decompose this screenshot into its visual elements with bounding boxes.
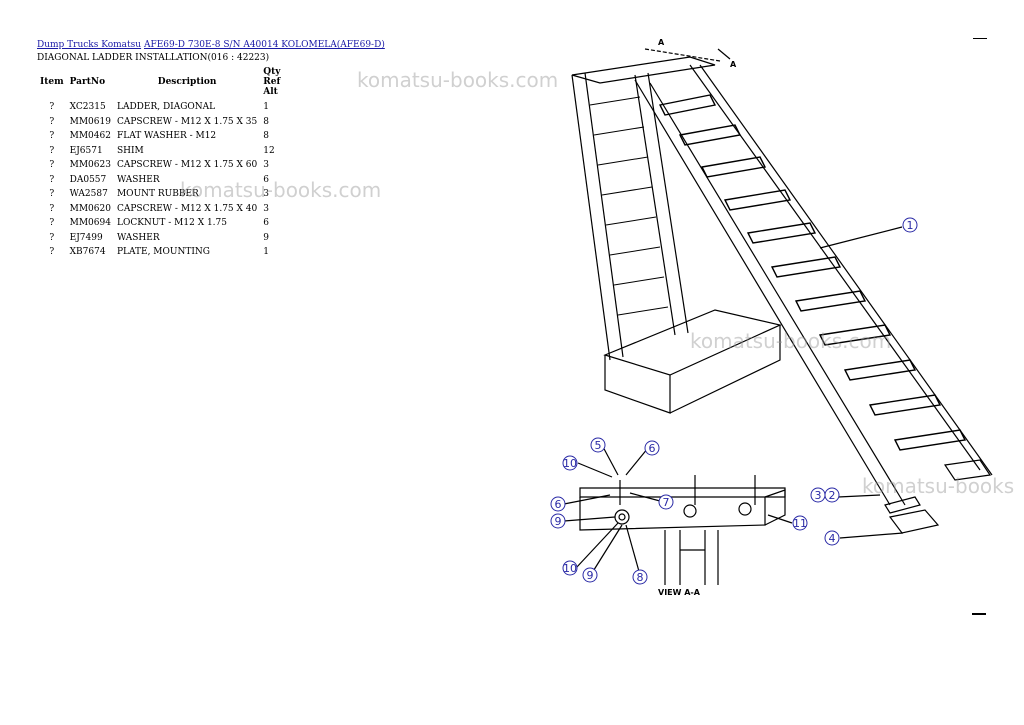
corner-mark [973,38,987,39]
section-markers: A A [658,38,737,69]
corner-mark-bottom [972,613,986,615]
cell-qty: 3 [263,203,269,214]
cell-description: CAPSCREW - M12 X 1.75 X 40 [116,203,258,214]
page-subtitle: DIAGONAL LADDER INSTALLATION(016 : 42223… [37,53,270,63]
table-row: ? MM0620 CAPSCREW - M12 X 1.75 X 40 3 [37,202,283,217]
cell-item: ? [49,203,55,214]
cell-partno: WA2587 [69,189,108,200]
cell-partno: XB7674 [69,247,106,258]
cell-description: CAPSCREW - M12 X 1.75 X 35 [116,116,258,127]
table-row: ? EJ6571 SHIM 12 [37,144,283,159]
parts-table: Item PartNo Description Qty Ref Alt ? XC2… [37,67,283,260]
callout-10-lower: 10 [563,562,577,575]
callout-3: 3 [815,489,822,502]
view-label: VIEW A-A [658,588,701,597]
table-row: ? XC2315 LADDER, DIAGONAL 1 [37,100,283,115]
header-description: Description [157,77,217,87]
cell-item: ? [49,116,55,127]
header-qty: Qty Ref Alt [263,67,281,97]
callout-4: 4 [829,532,836,545]
cell-qty: 1 [263,247,269,258]
callout-9-upper: 9 [555,515,562,528]
breadcrumb-link-model[interactable]: AFE69-D 730E-8 S/N A40014 KOLOMELA(AFE69… [143,40,385,50]
watermark: komatsu-books.com [357,68,559,92]
cell-qty: 6 [263,218,269,229]
callouts [550,217,918,585]
cell-qty: 1 [263,102,269,113]
cell-description: SHIM [116,145,144,156]
cell-item: ? [49,189,55,200]
cell-partno: EJ6571 [69,145,103,156]
table-row: ? WA2587 MOUNT RUBBER 3 [37,187,283,202]
callout-9-lower: 9 [587,569,594,582]
cell-description: WASHER [116,174,160,185]
cell-qty: 9 [263,232,269,243]
cell-item: ? [49,145,55,156]
callout-7: 7 [663,496,670,509]
cell-item: ? [49,102,55,113]
cell-partno: EJ7499 [69,232,103,243]
cell-description: WASHER [116,232,160,243]
cell-partno: DA0557 [69,174,107,185]
cell-qty: 12 [263,145,275,156]
breadcrumb-link-category[interactable]: Dump Trucks Komatsu [37,40,142,50]
table-row: ? MM0619 CAPSCREW - M12 X 1.75 X 35 8 [37,115,283,130]
header-partno: PartNo [69,77,106,87]
callout-labels: 1 2 3 4 5 6 6 7 8 9 9 10 10 11 [555,219,914,584]
cell-partno: MM0694 [69,218,111,229]
cell-item: ? [49,131,55,142]
table-row: ? XB7674 PLATE, MOUNTING 1 [37,245,283,260]
cell-qty: 8 [263,131,269,142]
cell-partno: MM0462 [69,131,111,142]
cell-description: LOCKNUT - M12 X 1.75 [116,218,227,229]
cell-item: ? [49,218,55,229]
table-row: ? EJ7499 WASHER 9 [37,231,283,246]
table-header-row: Item PartNo Description Qty Ref Alt [37,67,283,100]
callout-2: 2 [829,489,836,502]
table-row: ? MM0694 LOCKNUT - M12 X 1.75 6 [37,216,283,231]
cell-item: ? [49,247,55,258]
cell-item: ? [49,232,55,243]
cell-partno: MM0623 [69,160,111,171]
cell-description: PLATE, MOUNTING [116,247,210,258]
callout-1: 1 [907,219,914,232]
table-row: ? DA0557 WASHER 6 [37,173,283,188]
cell-description: MOUNT RUBBER [116,189,199,200]
callout-6-top: 6 [649,442,656,455]
callout-6-left: 6 [555,498,562,511]
breadcrumb: Dump Trucks Komatsu AFE69-D 730E-8 S/N A… [37,40,385,50]
ladder-diagram: A A 1 2 3 4 5 6 6 7 8 9 9 10 10 11 VIEW … [550,38,993,597]
section-label-a-top: A [658,38,665,47]
cell-partno: MM0619 [69,116,111,127]
cell-item: ? [49,160,55,171]
section-label-a-right: A [730,60,737,69]
header-item: Item [40,77,64,87]
cell-description: CAPSCREW - M12 X 1.75 X 60 [116,160,258,171]
cell-qty: 6 [263,174,269,185]
table-row: ? MM0623 CAPSCREW - M12 X 1.75 X 60 3 [37,158,283,173]
cell-qty: 8 [263,116,269,127]
table-row: ? MM0462 FLAT WASHER - M12 8 [37,129,283,144]
callout-5: 5 [595,439,602,452]
cell-partno: MM0620 [69,203,111,214]
cell-qty: 3 [263,189,269,200]
cell-qty: 3 [263,160,269,171]
cell-description: LADDER, DIAGONAL [116,102,216,113]
cell-item: ? [49,174,55,185]
callout-11: 11 [793,517,807,530]
cell-partno: XC2315 [69,102,106,113]
cell-description: FLAT WASHER - M12 [116,131,217,142]
callout-10-upper: 10 [563,457,577,470]
callout-8: 8 [637,571,644,584]
